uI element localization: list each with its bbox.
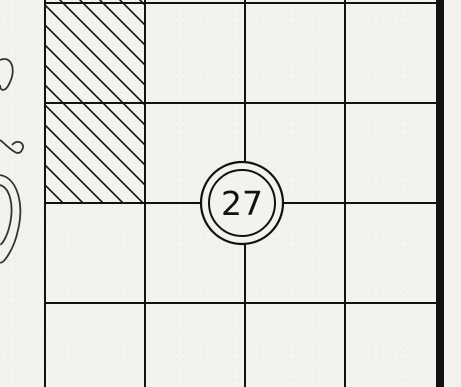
hatched-cell-row2-col1[interactable] (45, 103, 145, 203)
left-ornament (0, 59, 23, 263)
hatched-cell-row1-col1[interactable] (45, 0, 145, 103)
circled-clue[interactable]: 27 (201, 162, 283, 244)
clue-number: 27 (221, 184, 263, 223)
board-right-border (436, 0, 444, 387)
